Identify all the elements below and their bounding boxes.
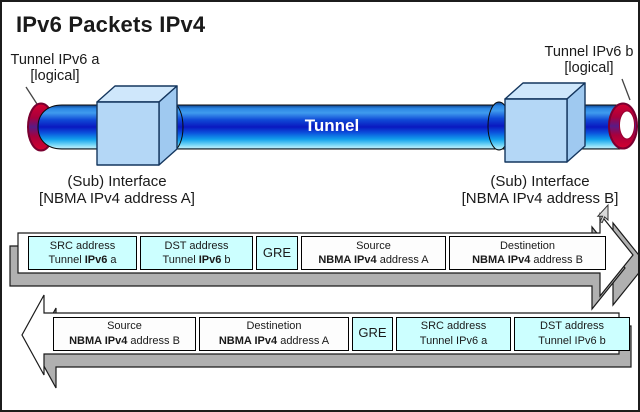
interface-a-label-line1: (Sub) Interface [67, 173, 167, 190]
endpoint-a-label: Tunnel IPv6 a [logical] [6, 52, 104, 84]
tunnel-label: Tunnel [304, 116, 360, 135]
router-cube-a [96, 85, 178, 166]
interface-b-label-line1: (Sub) Interface [490, 173, 590, 190]
interface-a-label-line2: [NBMA IPv4 address A] [39, 190, 195, 208]
interface-b-label: (Sub) Interface [NBMA IPv4 address B] [439, 173, 638, 208]
pointer-line-endpoint-b [621, 78, 631, 101]
interface-a-label: (Sub) Interface [NBMA IPv4 address A] [17, 173, 217, 208]
packet-cell: GRE [256, 236, 298, 270]
tunnel-tube [37, 104, 621, 150]
page-title: IPv6 Packets IPv4 [16, 12, 206, 37]
tunnel-endpoint-b-ring [608, 102, 638, 150]
endpoint-b-label: Tunnel IPv6 b [logical] [538, 44, 638, 77]
interface-b-label-line2: [NBMA IPv4 address B] [461, 190, 619, 208]
packet-cell: GRE [352, 316, 393, 351]
pointer-line-endpoint-a [25, 86, 38, 105]
endpoint-b-label-line1: Tunnel IPv6 b [544, 44, 634, 60]
cursor-icon [596, 203, 609, 224]
endpoint-a-label-line2: [logical] [30, 68, 80, 85]
endpoint-a-label-line1: Tunnel IPv6 a [10, 52, 100, 68]
router-cube-b [504, 82, 586, 163]
endpoint-b-label-line2: [logical] [564, 60, 614, 77]
